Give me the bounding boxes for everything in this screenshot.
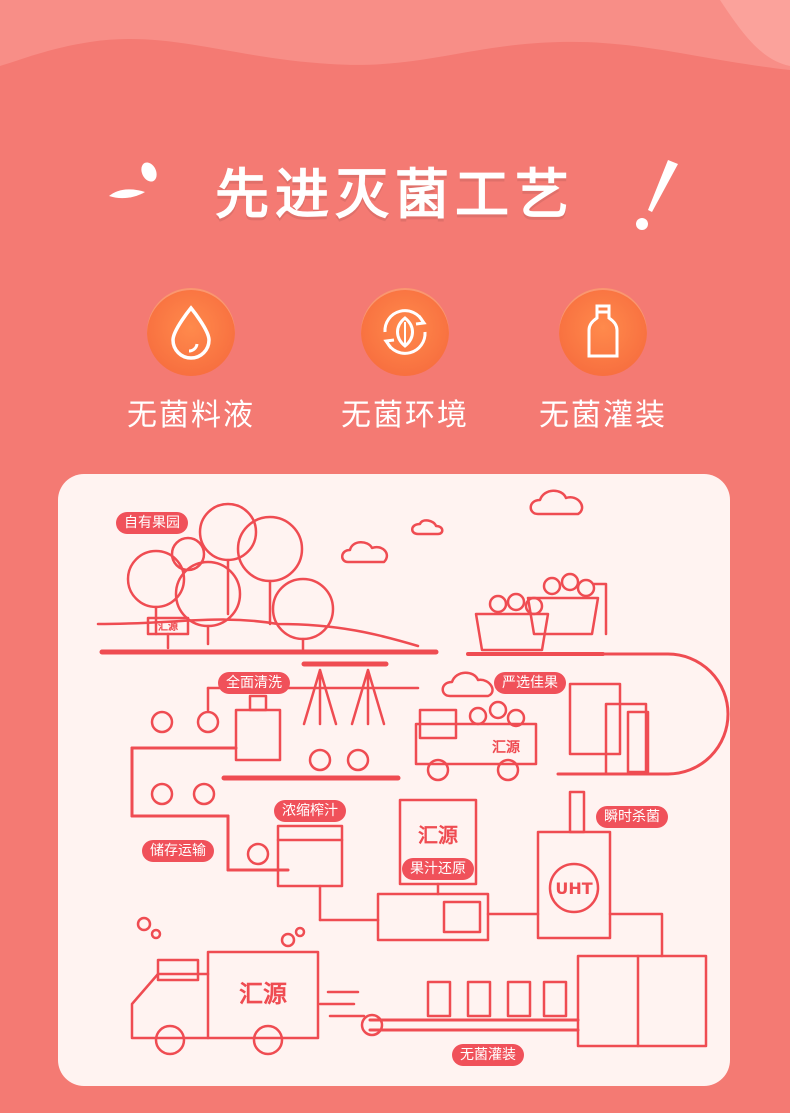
spray-icon (302, 668, 338, 726)
cloud-icon (529, 489, 584, 516)
step-restore: 果汁还原 (402, 858, 474, 880)
fruit-basket-icon (474, 612, 550, 652)
feature-aseptic-environment: 无菌环境 (310, 288, 500, 434)
splash-icon (109, 162, 157, 199)
cloud-icon (411, 519, 444, 536)
step-orchard: 自有果园 (116, 512, 188, 534)
tree-icon (126, 502, 335, 651)
feature-label: 无菌灌装 (539, 398, 667, 433)
hill (96, 618, 420, 648)
washer-icon (234, 708, 282, 762)
feature-aseptic-filling: 无菌灌装 (508, 288, 698, 434)
step-storage: 储存运输 (142, 840, 214, 862)
droplet-icon (147, 288, 235, 376)
squeezer-icon (276, 824, 344, 888)
step-squeeze: 浓缩榨汁 (274, 800, 346, 822)
step-select: 严选佳果 (494, 672, 566, 694)
juice-box-icon (466, 980, 492, 1018)
background-wave (0, 0, 790, 70)
fruit-basket-icon (526, 596, 600, 636)
leaf-cycle-icon (361, 288, 449, 376)
building-icon (604, 702, 648, 776)
page-title: 先进灭菌工艺 (215, 163, 575, 226)
restore-machine-icon (376, 892, 490, 942)
brand-mark: 汇源 (492, 739, 520, 756)
process-card: UHT 汇源 汇源 汇源 汇源 自有果园 全面清洗 严选佳果 储存运输 浓缩榨汁… (58, 474, 730, 1086)
feature-row: 无菌料液 无菌环境 无菌灌装 (0, 288, 790, 433)
brand-mark: 汇源 (418, 823, 458, 847)
feature-label: 无菌环境 (341, 398, 469, 433)
juice-box-icon (426, 980, 452, 1018)
juice-box-icon (506, 980, 532, 1018)
building-icon (626, 710, 650, 774)
filling-machine-icon (576, 954, 708, 1048)
spray-icon (350, 668, 386, 726)
feature-aseptic-liquid: 无菌料液 (96, 288, 286, 434)
brand-mark: 汇源 (239, 980, 287, 1008)
feature-label: 无菌料液 (127, 398, 255, 433)
brand-mark: 汇源 (158, 620, 178, 633)
bottle-icon (559, 288, 647, 376)
conveyor-curve (556, 652, 730, 776)
step-sterilize: 瞬时杀菌 (596, 806, 668, 828)
juice-box-icon (542, 980, 568, 1018)
step-wash: 全面清洗 (218, 672, 290, 694)
headline: 先进灭菌工艺 ! (0, 150, 790, 230)
exclaim-icon (636, 160, 678, 230)
process-illustration: UHT 汇源 汇源 汇源 汇源 (96, 489, 730, 1056)
cloud-icon (441, 671, 494, 698)
delivery-truck-icon (206, 950, 320, 1040)
uht-machine-icon (536, 830, 612, 940)
cloud-icon (341, 541, 389, 564)
step-fill: 无菌灌装 (452, 1044, 524, 1066)
building-icon (568, 682, 622, 756)
uht-label: UHT (555, 879, 592, 898)
